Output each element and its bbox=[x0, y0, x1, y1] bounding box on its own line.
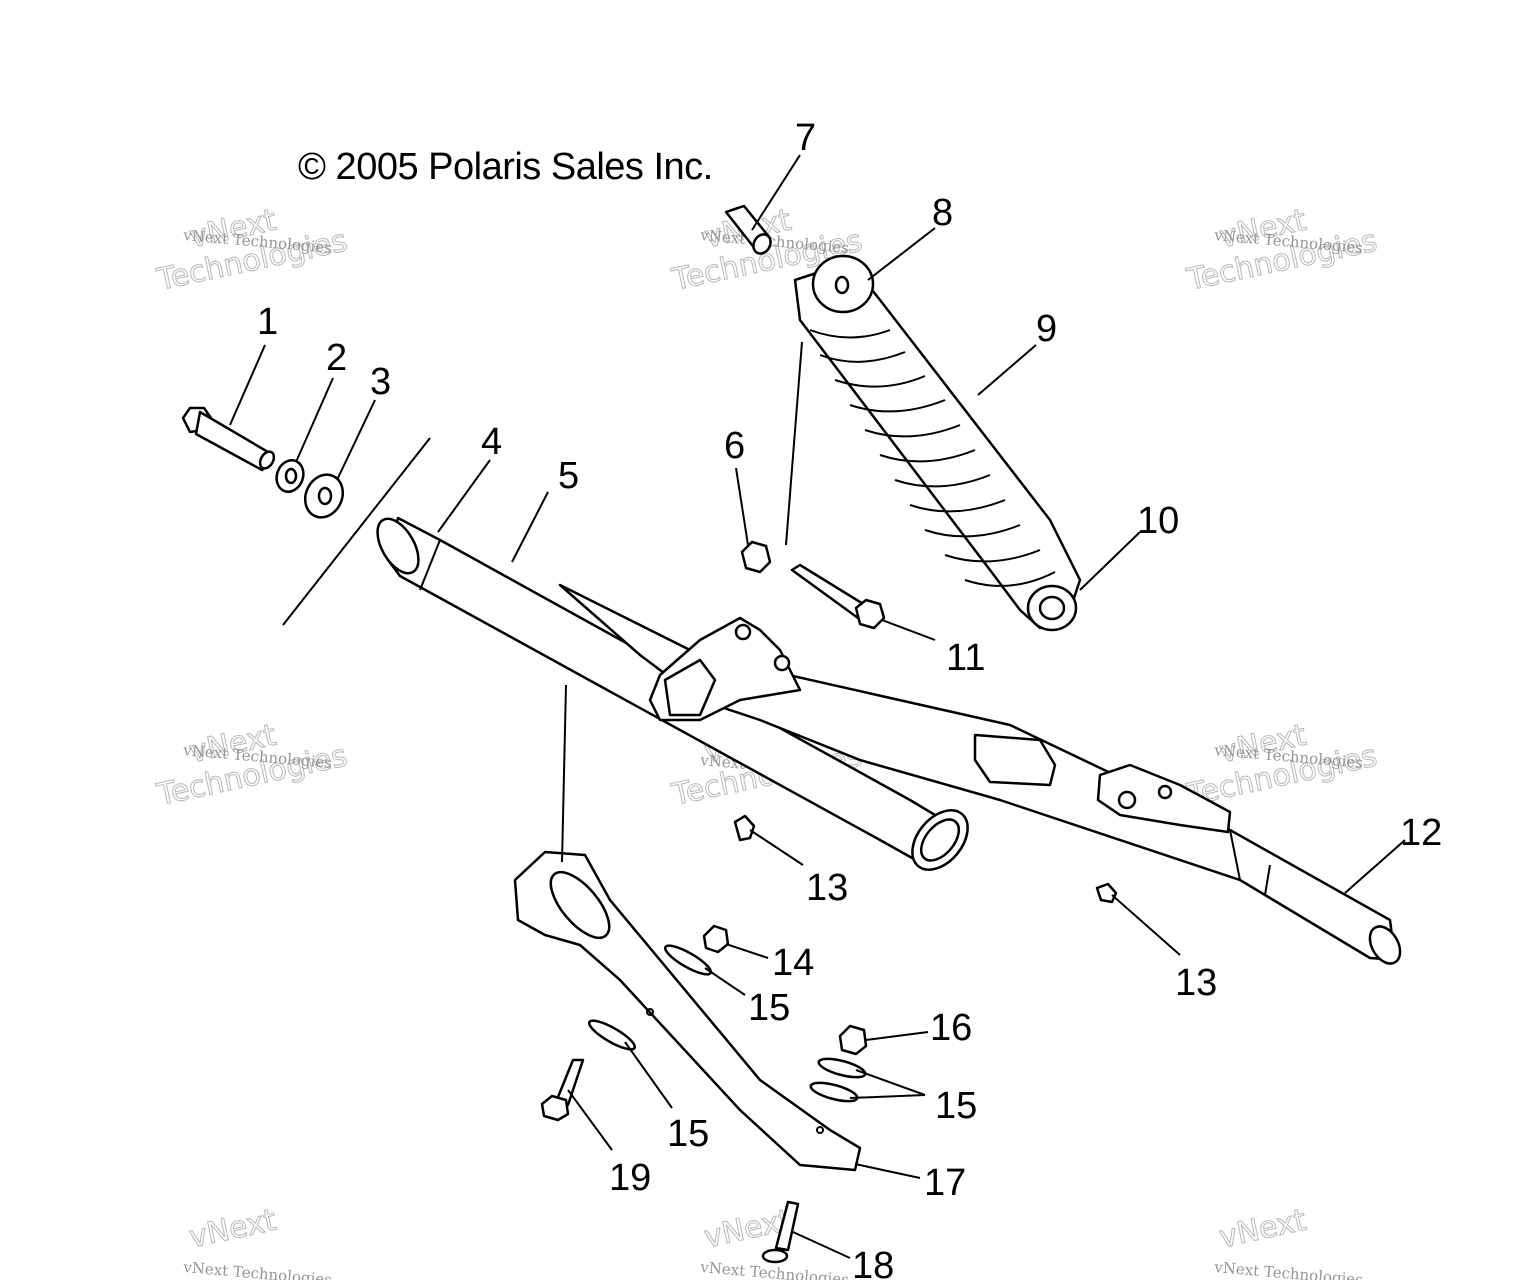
part-15-washer-a bbox=[663, 944, 713, 976]
part-9-shock-spring bbox=[793, 254, 1082, 632]
callout-9: 9 bbox=[1036, 308, 1057, 350]
callout-labels: 1 2 3 4 5 6 7 8 9 10 11 12 13 13 14 15 1… bbox=[257, 117, 1442, 1280]
part-13-grease-fitting-b bbox=[1095, 882, 1118, 904]
callout-7: 7 bbox=[795, 117, 816, 159]
part-3-flat-washer bbox=[303, 473, 345, 519]
part-17-link-arm bbox=[513, 850, 862, 1172]
part-14-nut bbox=[702, 924, 730, 954]
watermark-small-bl: vNext Technologies bbox=[182, 1258, 333, 1280]
watermark-big-15: vNext bbox=[1216, 1203, 1309, 1256]
part-2-lock-washer bbox=[275, 459, 305, 493]
watermark-small-br: vNext Technologies bbox=[1213, 1258, 1364, 1280]
leader-lines bbox=[229, 154, 1406, 1259]
part-6-nut bbox=[740, 540, 772, 574]
callout-12: 12 bbox=[1400, 812, 1442, 854]
part-15-washer-d bbox=[809, 1081, 859, 1103]
callout-2: 2 bbox=[326, 337, 347, 379]
callout-16: 16 bbox=[930, 1007, 972, 1049]
callout-17: 17 bbox=[924, 1162, 966, 1204]
part-15-washer-b bbox=[587, 1019, 637, 1051]
callout-11: 11 bbox=[946, 637, 985, 679]
callout-13-a: 13 bbox=[806, 867, 848, 909]
watermark-bottom-left: vNext bbox=[186, 1202, 280, 1256]
callout-14: 14 bbox=[772, 942, 814, 984]
callout-4: 4 bbox=[481, 421, 502, 463]
center-line bbox=[282, 437, 431, 626]
callout-3: 3 bbox=[370, 361, 391, 403]
watermark-big-13: vNext bbox=[186, 1203, 279, 1256]
callout-13-b: 13 bbox=[1175, 962, 1217, 1004]
callout-15-a: 15 bbox=[748, 987, 790, 1029]
part-7-pin bbox=[724, 204, 772, 255]
callout-10: 10 bbox=[1137, 500, 1179, 542]
part-13-grease-fitting-a bbox=[733, 814, 756, 842]
part-1-bolt bbox=[181, 406, 276, 472]
callout-18: 18 bbox=[852, 1245, 894, 1280]
part-16-nut bbox=[838, 1024, 868, 1056]
callout-8: 8 bbox=[932, 192, 953, 234]
callout-15-b: 15 bbox=[667, 1113, 709, 1155]
callout-15-c: 15 bbox=[935, 1085, 977, 1127]
copyright-notice: © 2005 Polaris Sales Inc. bbox=[298, 146, 713, 188]
part-18-bolt bbox=[761, 1200, 800, 1264]
pivot-bracket bbox=[648, 616, 802, 722]
callout-5: 5 bbox=[558, 455, 579, 497]
rear-clevis bbox=[1096, 763, 1232, 834]
part-11-bolt bbox=[790, 563, 886, 630]
part-15-washer-c bbox=[817, 1057, 867, 1079]
callout-1: 1 bbox=[257, 301, 278, 343]
watermark-bottom-right: vNext bbox=[1216, 1202, 1310, 1256]
callout-19: 19 bbox=[609, 1157, 651, 1199]
part-19-bolt bbox=[540, 1058, 585, 1122]
callout-6: 6 bbox=[724, 425, 745, 467]
